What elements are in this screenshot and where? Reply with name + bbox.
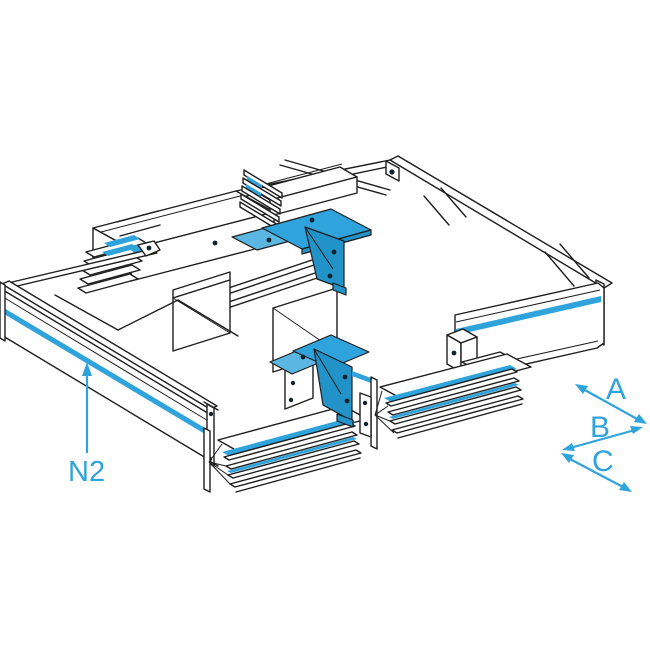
n2-arrowhead-icon [82,362,92,376]
bottom-center-busbar-fins [203,405,368,493]
bolt-icon [342,374,348,380]
bolt-icon [327,273,333,279]
bolt-icon [288,397,294,403]
bolt-icon [300,354,306,360]
dim-arrow-c: C [561,445,632,492]
bolt-icon [146,245,152,251]
bolt-icon [208,411,214,417]
dim-arrow-b: B [562,411,643,451]
dimension-arrows: A B C [561,373,647,492]
label-n2: N2 [68,456,105,488]
upper-knee-bracket [231,208,372,296]
bolt-icon [309,217,315,223]
front-left-panel [0,280,219,467]
label-dim-b: B [590,411,610,444]
dim-arrow-a: A [575,373,647,424]
bolt-icon [362,400,368,406]
label-dim-c: C [592,445,614,478]
panel-accent-stripe [456,296,601,335]
bolt-icon [344,398,350,404]
bolt-icon [451,350,457,356]
panel-accent-stripe [4,308,210,437]
top-middle-busbar-fins [239,169,283,231]
lower-knee-bracket [269,334,370,428]
bolt-icon [389,169,395,175]
n2-callout: N2 [68,362,105,488]
bolt-icon [331,249,337,255]
bolt-icon [266,237,272,243]
right-busbar-fins [352,353,532,450]
bolt-icon [363,421,369,427]
label-dim-a: A [606,373,626,406]
bolt-icon [290,380,296,386]
bolt-icon [212,240,218,246]
